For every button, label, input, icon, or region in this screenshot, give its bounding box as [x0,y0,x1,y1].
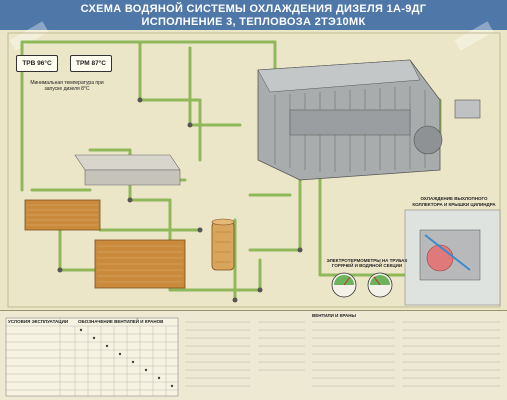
valve [232,297,238,303]
pipe [138,40,202,162]
startup-temperature-note: Минимальная температура при запуске дизе… [30,80,104,92]
radiator-upper [24,199,101,231]
diesel-engine [257,59,443,181]
valves-title: ВЕНТИЛИ И КРАНЫ [312,313,356,318]
valve [197,227,203,233]
oil-cooler [211,218,235,271]
valve [57,267,63,273]
inset-cutaway [404,209,501,306]
valves [57,97,303,303]
thermostat-trv: ТРВ 96°С [16,55,58,72]
expansion-tank [74,154,181,186]
filter-block [454,99,481,119]
gauge-right [367,272,393,298]
valve [297,247,303,253]
valve [187,122,193,128]
diagram-frame [7,32,501,308]
valve [257,287,263,293]
title-line-1: СХЕМА ВОДЯНОЙ СИСТЕМЫ ОХЛАЖДЕНИЯ ДИЗЕЛЯ … [80,3,427,15]
gauge-left [331,272,357,298]
valves-header: ОБОЗНАЧЕНИЕ ВЕНТИЛЕЙ И КРАНОВ [78,319,164,324]
title-banner: СХЕМА ВОДЯНОЙ СИСТЕМЫ ОХЛАЖДЕНИЯ ДИЗЕЛЯ … [0,0,507,30]
title-line-2: ИСПОЛНЕНИЕ 3, ТЕПЛОВОЗА 2ТЭ10МК [141,16,366,28]
gauges-title: ЭЛЕКТРОТЕРМОМЕТРЫ НА ТРУБАХ ГОРЯЧЕЙ И ВО… [326,258,408,268]
radiator-lower [94,239,186,289]
conditions-header: УСЛОВИЯ ЭКСПЛУАТАЦИИ [8,319,69,324]
inset-title: ОХЛАЖДЕНИЕ ВЫХЛОПНОГО КОЛЛЕКТОРА И КРЫШК… [412,196,496,207]
valve [137,97,143,103]
valve [127,197,133,203]
thermostat-trm: ТРМ 87°С [70,55,112,72]
